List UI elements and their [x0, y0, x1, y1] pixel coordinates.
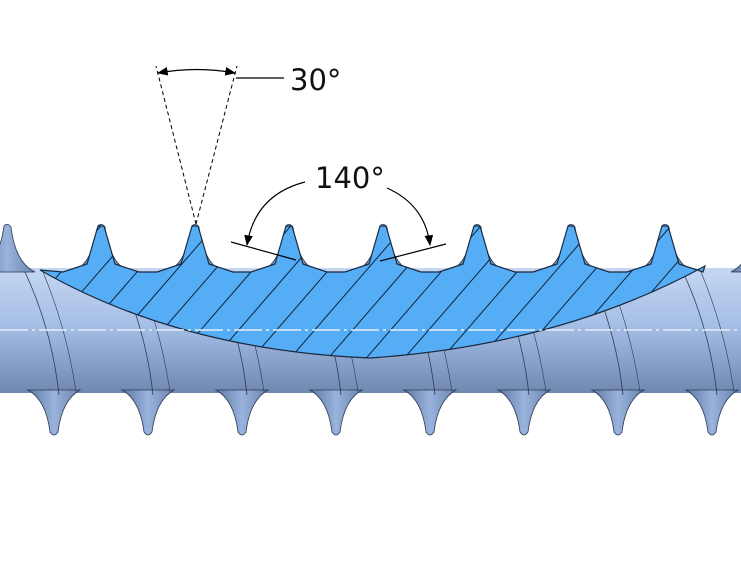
thread-crest-bottom: [26, 389, 82, 436]
angle-label-140: 140°: [315, 161, 385, 195]
helix-line: [24, 271, 60, 396]
thread-crest-bottom: [496, 389, 552, 436]
thread-crest-bottom: [120, 389, 176, 436]
thread-crest-bottom: [684, 389, 740, 436]
lower-thread-crests: [26, 389, 740, 436]
angle-label-30: 30°: [290, 63, 341, 97]
thread-crest-top: [730, 263, 741, 273]
dimension-140: 140°: [230, 161, 447, 262]
dimension-30: 30°: [155, 63, 341, 225]
thread-crest-bottom: [214, 389, 270, 436]
helix-line: [682, 271, 718, 396]
thread-crest-top: [0, 223, 36, 273]
thread-crest-bottom: [402, 389, 458, 436]
thread-crest-bottom: [590, 389, 646, 436]
thread-crest-bottom: [308, 389, 364, 436]
hatch-line: [279, 226, 411, 358]
helix-line: [700, 271, 735, 393]
helix-line: [42, 271, 77, 393]
